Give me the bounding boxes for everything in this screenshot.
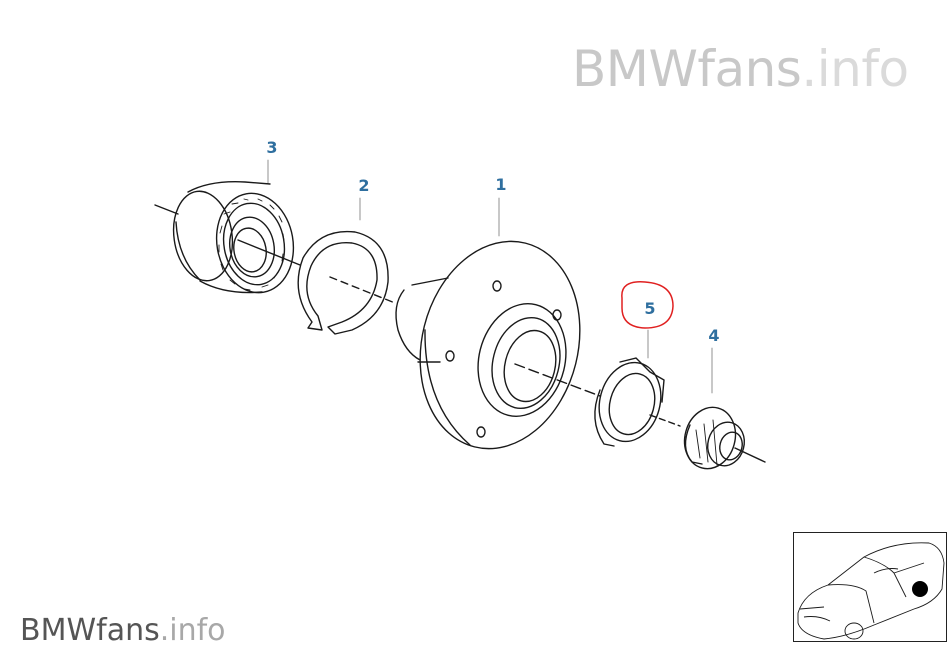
axis-line xyxy=(154,204,766,463)
wheel-bearing-icon xyxy=(172,181,295,294)
callout-5[interactable]: 5 xyxy=(644,299,656,318)
callout-2[interactable]: 2 xyxy=(358,176,370,195)
watermark-bottom: BMWfans.info xyxy=(20,613,226,648)
highlight-circle xyxy=(621,281,674,329)
watermark-top-main: BMWfans xyxy=(572,40,802,98)
spacer-ring-icon xyxy=(594,357,665,447)
car-thumbnail-icon xyxy=(797,542,945,640)
watermark-bottom-ext: .info xyxy=(159,613,226,648)
watermark-top-ext: .info xyxy=(801,40,909,98)
callout-4[interactable]: 4 xyxy=(708,326,720,345)
watermark-bottom-main: BMWfans xyxy=(20,613,160,648)
wheel-hub-icon xyxy=(395,240,581,450)
collar-nut-icon xyxy=(683,406,745,470)
leader-lines xyxy=(267,159,713,394)
wheel-marker xyxy=(912,581,928,597)
circlip-icon xyxy=(297,230,389,335)
callout-1[interactable]: 1 xyxy=(495,175,507,194)
car-thumbnail[interactable] xyxy=(793,532,947,642)
callout-3[interactable]: 3 xyxy=(266,138,278,157)
watermark-top: BMWfans.info xyxy=(572,40,909,98)
